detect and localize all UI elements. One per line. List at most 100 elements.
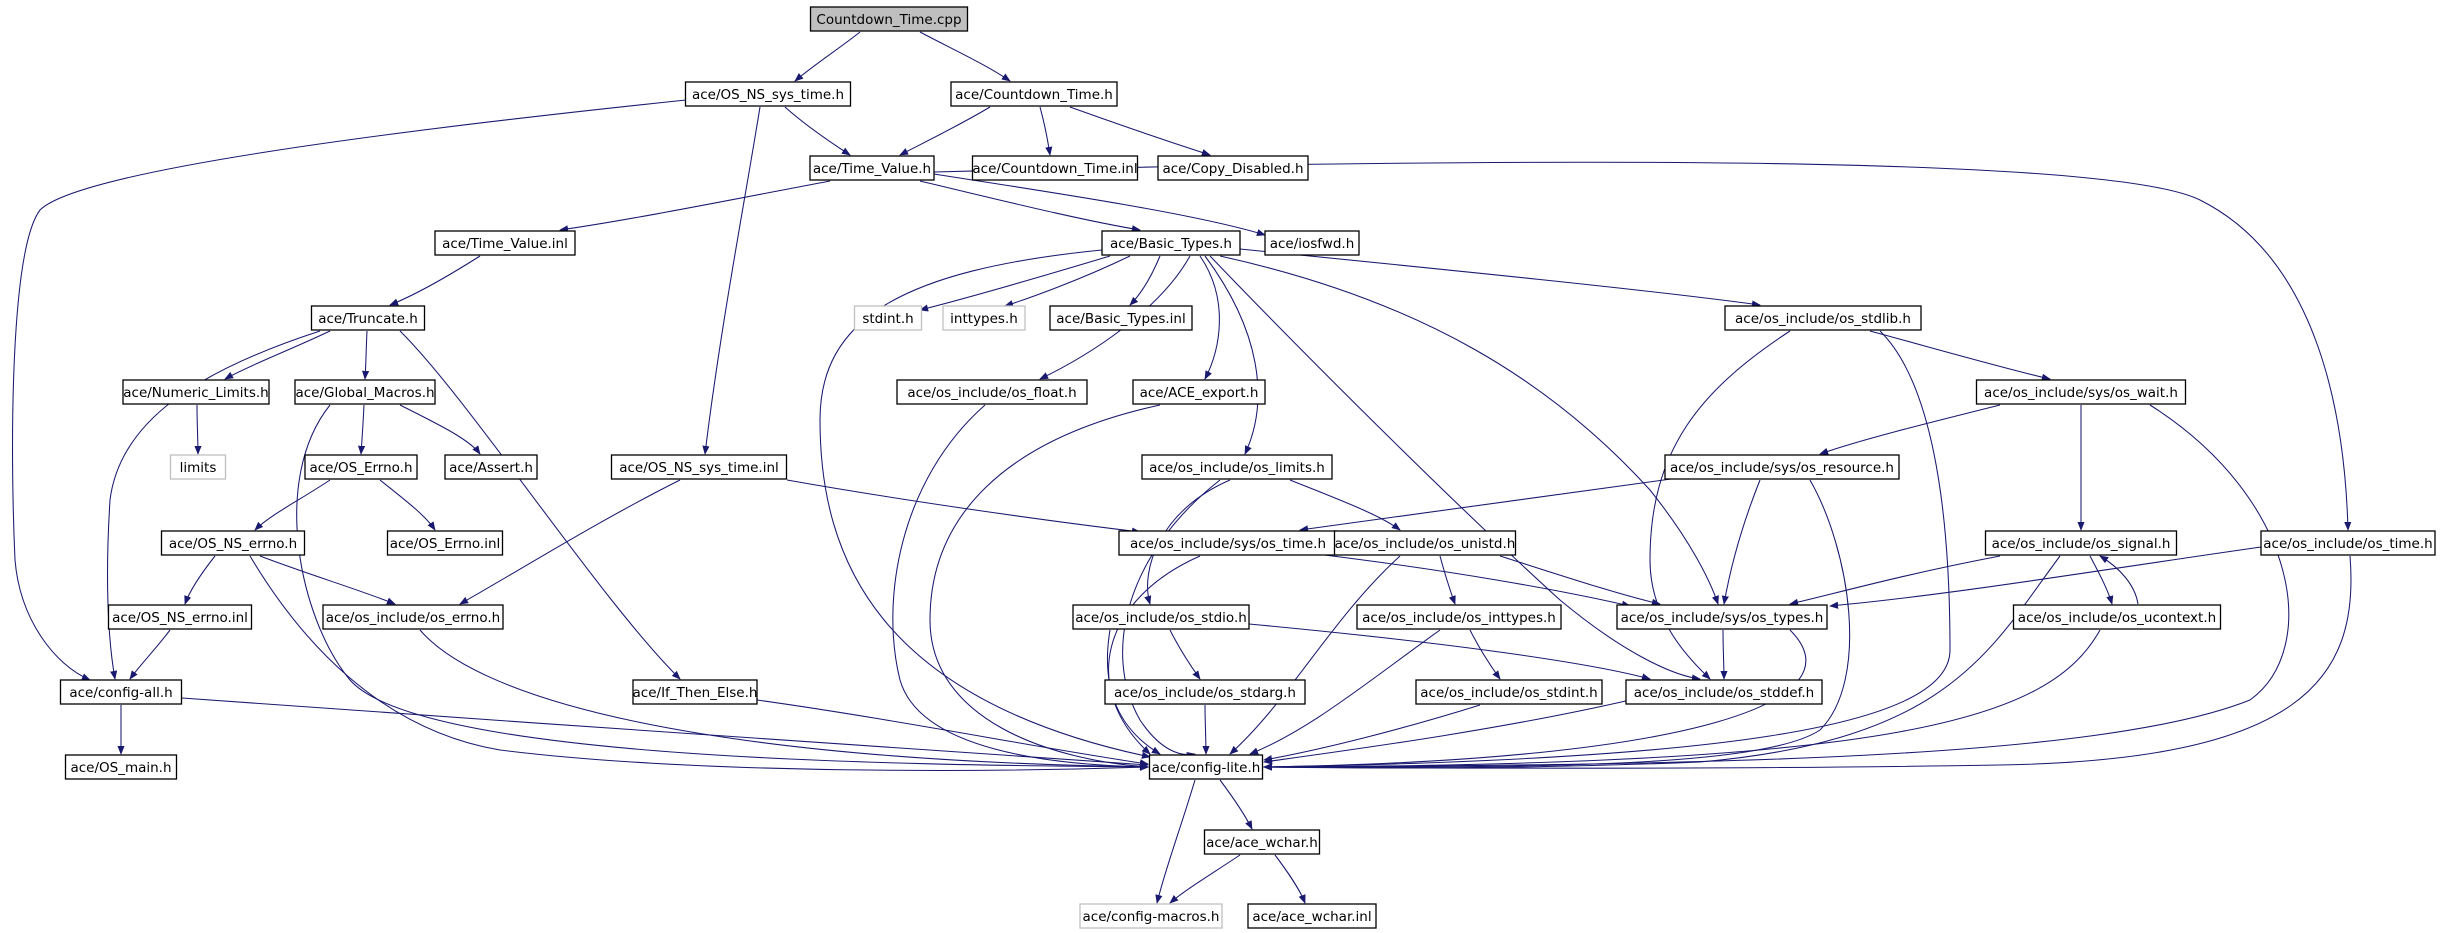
edge-basic_types_h-to-os_stdlib_h — [1239, 248, 1761, 308]
node-label: ace/Truncate.h — [318, 311, 418, 327]
node-label: ace/config-lite.h — [1152, 760, 1261, 776]
node-os-wait-h[interactable]: ace/os_include/sys/os_wait.h — [1975, 379, 2187, 405]
edge-os_stdarg_h-to-config_lite_h — [1202, 704, 1210, 755]
node-label: ace/OS_main.h — [70, 760, 171, 776]
node-root[interactable]: Countdown_Time.cpp — [809, 6, 969, 32]
edge-os_types_h-to-config_lite_h — [1263, 629, 1807, 771]
node-os-float-h[interactable]: ace/os_include/os_float.h — [896, 379, 1088, 405]
node-ace-export-h[interactable]: ace/ACE_export.h — [1132, 379, 1266, 405]
edge-os_errno_h_cap-to-os_ns_errno_h — [254, 479, 331, 531]
edge-os_time_h-to-config_lite_h — [1263, 555, 2352, 771]
node-truncate-h[interactable]: ace/Truncate.h — [310, 305, 426, 331]
node-box — [684, 81, 852, 107]
node-os-inttypes-h[interactable]: ace/os_include/os_inttypes.h — [1356, 604, 1562, 630]
edge-global_macros_h-to-os_errno_h_cap — [357, 404, 366, 455]
edge-os_resource_h-to-os_types_h — [1721, 479, 1761, 605]
edge-basic_types_h-to-basic_types_inl — [1129, 255, 1161, 306]
edge-os_errno_h-to-config_lite_h — [419, 629, 1149, 771]
node-label: ace/If_Then_Else.h — [633, 685, 758, 701]
node-os-ns-sys-time-h[interactable]: ace/OS_NS_sys_time.h — [684, 81, 852, 107]
node-label: ace/os_include/os_limits.h — [1149, 460, 1325, 476]
node-label: limits — [180, 460, 217, 476]
node-os-errno-h-cap[interactable]: ace/OS_Errno.h — [304, 454, 418, 480]
node-label: stdint.h — [862, 311, 913, 327]
node-countdown-time-inl[interactable]: ace/Countdown_Time.inl — [971, 155, 1139, 181]
edge-os_ucontext_h-to-config_lite_h — [1263, 629, 2101, 771]
node-os-stdarg-h[interactable]: ace/os_include/os_stdarg.h — [1104, 679, 1306, 705]
node-basic-types-h[interactable]: ace/Basic_Types.h — [1101, 230, 1241, 256]
edge-os_wait_h-to-os_resource_h — [1819, 404, 2001, 455]
node-os-stddef-h[interactable]: ace/os_include/os_stddef.h — [1625, 679, 1823, 705]
node-time-value-inl[interactable]: ace/Time_Value.inl — [434, 230, 576, 256]
edge-time_value_h-to-time_value_inl — [559, 180, 831, 233]
node-os-ns-errno-inl[interactable]: ace/OS_NS_errno.inl — [107, 604, 253, 630]
edge-os_unistd_h-to-config_lite_h — [1229, 555, 1401, 755]
node-box — [444, 454, 538, 480]
node-label: ace/os_include/os_inttypes.h — [1362, 610, 1556, 626]
node-config-lite-h[interactable]: ace/config-lite.h — [1148, 754, 1264, 780]
node-os-ns-sys-time-inl[interactable]: ace/OS_NS_sys_time.inl — [610, 454, 788, 480]
edge-os_signal_h-to-config_lite_h — [1263, 555, 2061, 771]
node-label: Countdown_Time.cpp — [816, 12, 961, 28]
edge-countdown_time_h-to-time_value_h — [899, 106, 991, 156]
edge-basic_types_h-to-stdint_h — [919, 255, 1111, 312]
node-os-resource-h[interactable]: ace/os_include/sys/os_resource.h — [1664, 454, 1900, 480]
edge-basic_types_h-to-os_types_h — [1219, 255, 1719, 605]
node-assert-h[interactable]: ace/Assert.h — [444, 454, 538, 480]
node-box — [107, 604, 253, 630]
node-ace-wchar-inl[interactable]: ace/ace_wchar.inl — [1247, 903, 1377, 929]
node-numeric-limits-h[interactable]: ace/Numeric_Limits.h — [122, 379, 270, 405]
node-ace-wchar-h[interactable]: ace/ace_wchar.h — [1203, 829, 1321, 855]
edge-ace_wchar_h-to-ace_wchar_inl — [1274, 854, 1306, 904]
node-global-macros-h[interactable]: ace/Global_Macros.h — [294, 379, 436, 405]
edge-config_all_h-to-config_lite_h — [181, 697, 1149, 769]
node-os-types-h[interactable]: ace/os_include/sys/os_types.h — [1616, 604, 1828, 630]
node-label: ace/os_include/sys/os_resource.h — [1670, 460, 1894, 476]
edge-os_ns_errno_h-to-os_errno_h — [259, 555, 396, 605]
node-os-ucontext-h[interactable]: ace/os_include/os_ucontext.h — [2012, 604, 2222, 630]
node-sys-os-time-h[interactable]: ace/os_include/sys/os_time.h — [1118, 530, 1338, 556]
edge-global_macros_h-to-assert_h — [399, 404, 481, 455]
node-box — [169, 454, 227, 480]
node-label: ace/os_include/os_unistd.h — [1335, 536, 1516, 552]
node-os-ns-errno-h[interactable]: ace/OS_NS_errno.h — [160, 530, 306, 556]
edge-time_value_h-to-os_time_h — [933, 161, 2352, 531]
edge-ace_export_h-to-config_lite_h — [929, 404, 1161, 771]
node-os-unistd-h[interactable]: ace/os_include/os_unistd.h — [1333, 530, 1517, 556]
node-os-stdlib-h[interactable]: ace/os_include/os_stdlib.h — [1724, 305, 1922, 331]
node-os-stdio-h[interactable]: ace/os_include/os_stdio.h — [1072, 604, 1250, 630]
edge-if_then_else_h-to-config_lite_h — [756, 699, 1149, 767]
edge-time_value_h-to-basic_types_h — [919, 180, 1141, 233]
node-if-then-else-h[interactable]: ace/If_Then_Else.h — [632, 679, 758, 705]
edge-os_time_h-to-os_types_h — [1829, 546, 2262, 609]
node-label: ace/os_include/sys/os_time.h — [1130, 536, 1326, 552]
edge-os_signal_h-to-os_ucontext_h — [2089, 555, 2114, 605]
node-label: ace/os_include/os_signal.h — [1992, 536, 2171, 552]
node-config-all-h[interactable]: ace/config-all.h — [59, 679, 183, 705]
node-label: ace/os_include/os_errno.h — [326, 610, 500, 626]
edge-os_ns_sys_time_h-to-time_value_h — [784, 106, 851, 156]
node-os-time-h[interactable]: ace/os_include/os_time.h — [2260, 530, 2436, 556]
node-os-errno-h[interactable]: ace/os_include/os_errno.h — [322, 604, 504, 630]
node-iosfwd-h[interactable]: ace/iosfwd.h — [1264, 230, 1360, 256]
node-os-errno-inl-cap[interactable]: ace/OS_Errno.inl — [386, 530, 504, 556]
node-limits: limits — [169, 454, 227, 480]
node-basic-types-inl[interactable]: ace/Basic_Types.inl — [1049, 305, 1193, 331]
node-os-limits-h[interactable]: ace/os_include/os_limits.h — [1141, 454, 1333, 480]
edge-os_stdlib_h-to-os_stddef_h — [1649, 330, 1791, 680]
edge-os_stdio_h-to-config_lite_h — [1106, 629, 1161, 755]
node-time-value-h[interactable]: ace/Time_Value.h — [809, 155, 935, 181]
node-countdown-time-h[interactable]: ace/Countdown_Time.h — [950, 81, 1118, 107]
node-label: ace/os_include/sys/os_wait.h — [1984, 385, 2178, 401]
node-box — [1415, 679, 1603, 705]
node-os-main-h[interactable]: ace/OS_main.h — [64, 754, 178, 780]
node-label: inttypes.h — [950, 311, 1018, 327]
node-os-stdint-h[interactable]: ace/os_include/os_stdint.h — [1415, 679, 1603, 705]
node-os-signal-h[interactable]: ace/os_include/os_signal.h — [1984, 530, 2178, 556]
node-copy-disabled-h[interactable]: ace/Copy_Disabled.h — [1157, 155, 1309, 181]
edge-os_stdlib_h-to-config_lite_h — [1263, 330, 1951, 771]
edge-os_ns_sys_time_inl-to-os_errno_h — [459, 479, 681, 605]
node-box — [896, 379, 1088, 405]
edge-os_errno_h_cap-to-os_errno_inl_cap — [379, 479, 436, 531]
